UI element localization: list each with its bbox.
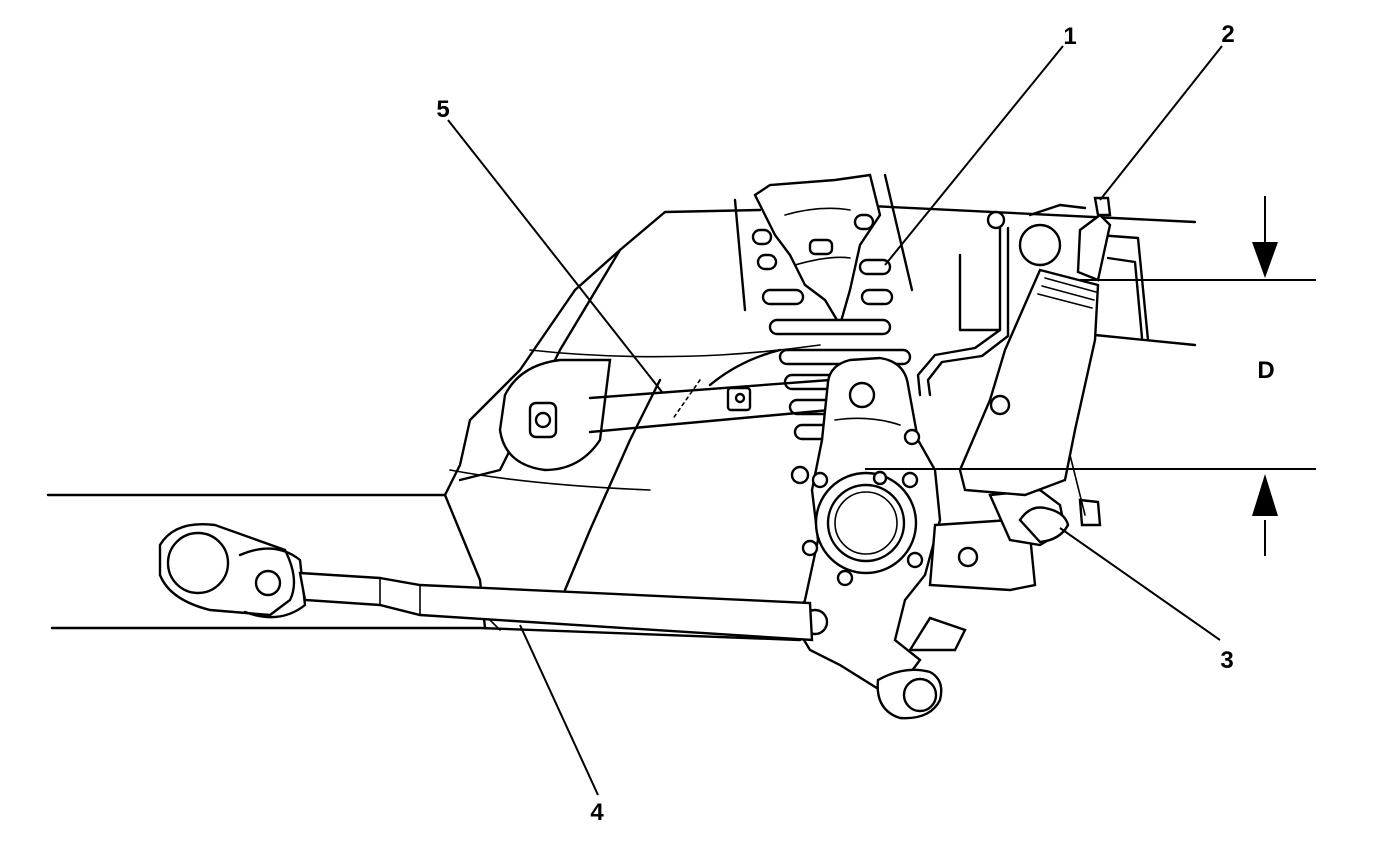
callout-1: 1 [1063, 23, 1076, 50]
stabilizer-link [588, 378, 832, 434]
callout-5: 5 [436, 96, 449, 123]
arm-bushing [498, 358, 612, 472]
tie-rod [158, 523, 814, 642]
callouts: 1 2 3 4 5 [436, 21, 1234, 826]
callout-3: 3 [1220, 647, 1233, 674]
shock-absorber [916, 196, 1112, 497]
knuckle-hub [790, 356, 967, 720]
frame-outline [46, 203, 1197, 642]
dimension-d: D [865, 196, 1316, 556]
callout-4: 4 [590, 799, 604, 826]
leader-lines [447, 45, 1223, 796]
callout-2: 2 [1221, 21, 1234, 48]
dimension-label: D [1257, 357, 1274, 384]
